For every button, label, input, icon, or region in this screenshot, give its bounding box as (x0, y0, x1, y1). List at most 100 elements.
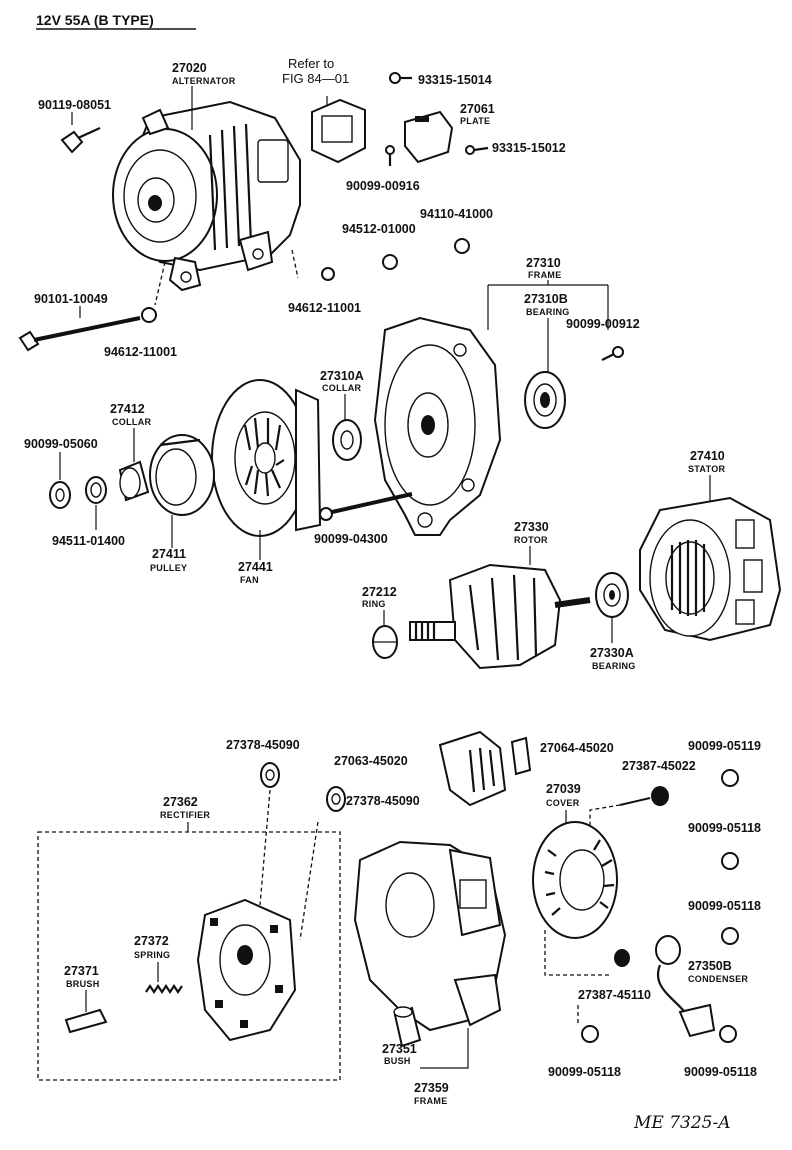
nut-icon-5 (581, 1025, 599, 1043)
washer-icon (382, 254, 398, 270)
screw-illustration-4 (601, 346, 624, 361)
part-number-90099-05118-c: 90099-05118 (548, 1065, 621, 1079)
nut-icon-4 (721, 927, 739, 945)
spacer-illustration (510, 736, 532, 776)
part-number-27351: 27351 (382, 1042, 417, 1056)
part-number-90099-05118-a: 90099-05118 (688, 821, 761, 835)
part-number-27310A: 27310A (320, 369, 364, 383)
part-number-27362: 27362 (163, 795, 198, 809)
nut-icon-2 (721, 769, 739, 787)
part-number-90099-05118-b: 90099-05118 (688, 899, 761, 913)
dashed-guide-1 (291, 249, 299, 279)
part-name-pulley: PULLEY (150, 563, 187, 573)
part-name-condenser: CONDENSER (688, 974, 748, 984)
part-number-94612-11001-b: 94612-11001 (104, 345, 177, 359)
part-name-rotor: ROTOR (514, 535, 548, 545)
part-name-cover: COVER (546, 798, 580, 808)
drawing-code: ME 7325-A (633, 1113, 731, 1133)
part-number-27310: 27310 (526, 256, 561, 270)
part-number-27371: 27371 (64, 964, 99, 978)
part-name-frame-2: FRAME (414, 1096, 448, 1106)
condenser-illustration (655, 935, 716, 1038)
part-name-rectifier: RECTIFIER (160, 810, 210, 820)
part-number-94110-41000: 94110-41000 (420, 207, 493, 221)
nut-icon-6 (719, 1025, 737, 1043)
part-name-brush: BRUSH (66, 979, 100, 989)
part-number-27020: 27020 (172, 61, 207, 75)
part-number-94612-11001-a: 94612-11001 (288, 301, 361, 315)
screw-illustration-3 (385, 145, 395, 166)
part-name-collar-a: COLLAR (322, 383, 361, 393)
part-number-27212: 27212 (362, 585, 397, 599)
dashed-guide-3 (589, 804, 621, 830)
long-bolt-illustration (18, 316, 141, 352)
part-number-27064-45020: 27064-45020 (540, 741, 614, 755)
part-number-27411: 27411 (152, 547, 186, 561)
part-number-27359: 27359 (414, 1081, 449, 1095)
drive-end-frame-illustration (373, 316, 502, 536)
part-number-27310B: 27310B (524, 292, 568, 306)
part-number-94511-01400: 94511-01400 (52, 534, 125, 548)
part-number-90099-04300: 90099-04300 (314, 532, 388, 546)
dashed-guide-5 (299, 821, 319, 941)
part-name-bush: BUSH (384, 1056, 411, 1066)
part-number-90099-00912: 90099-00912 (566, 317, 640, 331)
dashed-guide-6 (544, 930, 610, 976)
bearing-illustration-2 (595, 572, 629, 618)
refer-to-line1: Refer to (288, 56, 334, 71)
part-number-27061: 27061 (460, 102, 495, 116)
collar-illustration (332, 419, 362, 461)
part-number-90099-05118-d: 90099-05118 (684, 1065, 757, 1079)
insulator-illustration-2 (326, 786, 346, 812)
part-name-alternator: ALTERNATOR (172, 76, 236, 86)
washer-illustration (85, 476, 107, 504)
part-name-plate: PLATE (460, 116, 490, 126)
regulator-illustration (311, 96, 366, 164)
brush-illustration (64, 1008, 108, 1034)
part-number-27441: 27441 (238, 560, 273, 574)
spring-illustration (145, 984, 183, 994)
part-number-27412: 27412 (110, 402, 145, 416)
part-number-90099-05060: 90099-05060 (24, 437, 98, 451)
part-number-27063-45020: 27063-45020 (334, 754, 408, 768)
washer-icon-2 (321, 267, 335, 281)
rectifier-illustration (196, 898, 297, 1042)
part-number-90099-00916: 90099-00916 (346, 179, 420, 193)
part-number-27387-45022: 27387-45022 (622, 759, 696, 773)
terminal-bolt-illustration-2 (614, 949, 630, 967)
part-number-90099-05119: 90099-05119 (688, 739, 761, 753)
insulator-illustration (260, 762, 280, 788)
part-name-bearing-2: BEARING (592, 661, 636, 671)
part-number-27039: 27039 (546, 782, 581, 796)
part-number-27372: 27372 (134, 934, 169, 948)
part-number-94512-01000: 94512-01000 (342, 222, 416, 236)
ring-illustration (372, 625, 398, 659)
part-number-27378-45090-a: 27378-45090 (226, 738, 300, 752)
leader-27310-bracket (487, 280, 609, 330)
part-number-27330: 27330 (514, 520, 549, 534)
part-number-90101-10049: 90101-10049 (34, 292, 108, 306)
bolt-illustration (60, 126, 101, 154)
part-number-93315-15012: 93315-15012 (492, 141, 566, 155)
part-name-frame: FRAME (528, 270, 562, 280)
terminal-bolt-illustration (619, 786, 669, 806)
bearing-illustration (524, 371, 566, 429)
part-name-collar: COLLAR (112, 417, 151, 427)
dashed-guide-4 (259, 789, 271, 906)
alternator-assembly-illustration (112, 100, 301, 292)
part-name-fan: FAN (240, 575, 259, 585)
collar-illustration-2 (118, 460, 150, 502)
pulley-illustration (149, 434, 215, 516)
nut-icon-3 (721, 852, 739, 870)
screw-illustration (389, 72, 412, 84)
part-number-27387-45110: 27387-45110 (578, 988, 651, 1002)
bolt-illustration-2 (319, 492, 413, 521)
part-number-27378-45090-b: 27378-45090 (346, 794, 420, 808)
part-number-27330A: 27330A (590, 646, 634, 660)
part-name-bearing: BEARING (526, 307, 570, 317)
rear-frame-illustration (353, 840, 507, 1032)
screw-illustration-2 (465, 145, 489, 155)
nut-icon (454, 238, 470, 254)
part-number-93315-15014: 93315-15014 (418, 73, 492, 87)
